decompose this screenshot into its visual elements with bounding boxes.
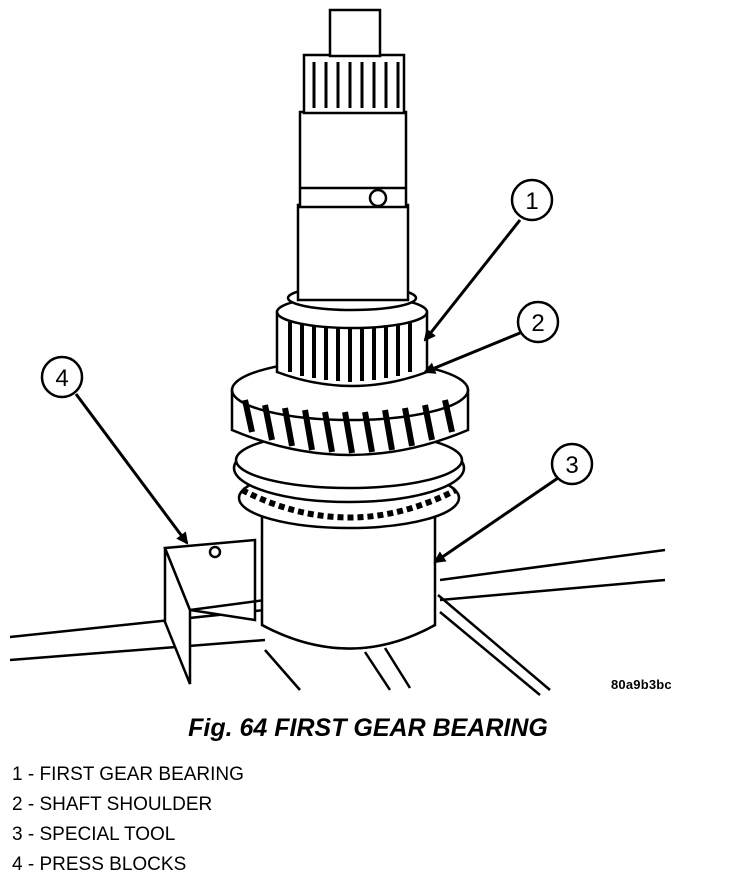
legend-separator: -: [22, 854, 40, 875]
first-gear: [230, 358, 470, 457]
callout-4: 4: [40, 355, 189, 545]
callout-legend: 1 - FIRST GEAR BEARING 2 - SHAFT SHOULDE…: [12, 760, 244, 880]
svg-text:3: 3: [565, 452, 578, 479]
figure-reference-code: 80a9b3bc: [611, 677, 672, 692]
legend-number: 2: [12, 794, 23, 815]
legend-number: 1: [12, 764, 23, 785]
legend-label: SPECIAL TOOL: [39, 824, 176, 845]
legend-number: 3: [12, 824, 23, 845]
legend-item: 1 - FIRST GEAR BEARING: [12, 760, 244, 790]
figure-caption: Fig. 64 FIRST GEAR BEARING: [188, 714, 548, 742]
svg-text:4: 4: [55, 365, 68, 392]
svg-text:1: 1: [525, 188, 538, 215]
legend-separator: -: [22, 794, 40, 815]
callout-3: 3: [433, 442, 594, 564]
legend-label: SHAFT SHOULDER: [39, 794, 213, 815]
illustration: 1 2 3 4: [9, 8, 666, 696]
legend-item: 2 - SHAFT SHOULDER: [12, 790, 244, 820]
legend-separator: -: [22, 764, 40, 785]
legend-label: PRESS BLOCKS: [39, 854, 187, 875]
svg-text:2: 2: [531, 310, 544, 337]
legend-number: 4: [12, 854, 23, 875]
legend-item: 3 - SPECIAL TOOL: [12, 820, 244, 850]
callout-2: 2: [423, 300, 560, 374]
callout-1: 1: [423, 178, 554, 342]
special-tool: [260, 498, 437, 650]
legend-label: FIRST GEAR BEARING: [39, 764, 244, 785]
legend-item: 4 - PRESS BLOCKS: [12, 850, 244, 880]
press-blocks: [9, 538, 666, 696]
output-shaft: [296, 8, 410, 302]
legend-separator: -: [22, 824, 40, 845]
